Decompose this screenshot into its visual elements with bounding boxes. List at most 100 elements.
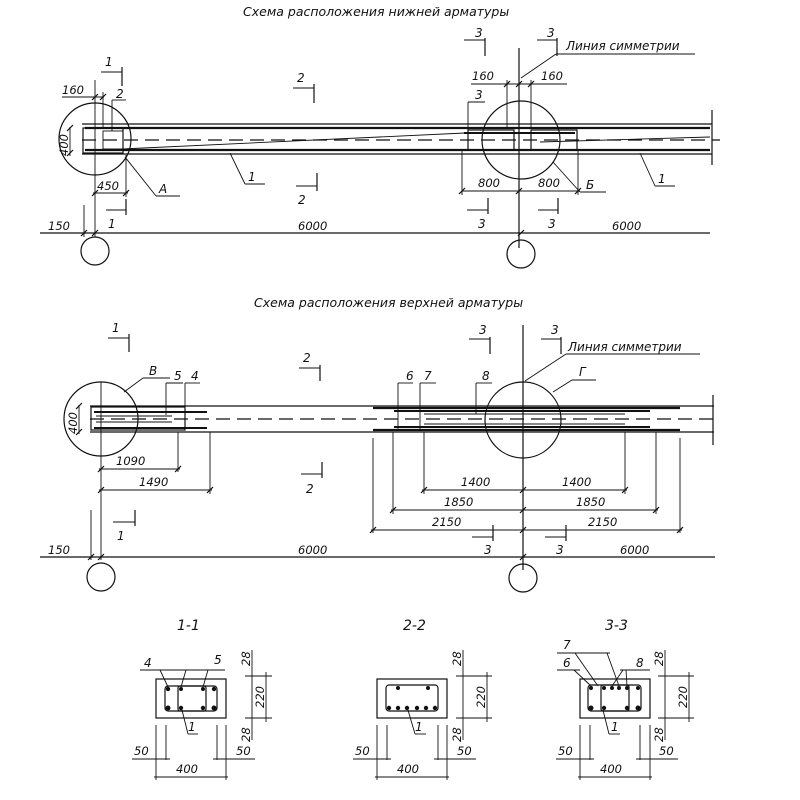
dim-1490: 1490 xyxy=(139,475,168,489)
leader-node-v xyxy=(123,377,144,393)
dim-2150-b: 2150 xyxy=(588,515,617,529)
section-mark-2-top[interactable]: 2 xyxy=(293,71,315,103)
dim-160-left: 160 xyxy=(62,83,84,97)
dim-400-top: 400 xyxy=(66,412,80,434)
dim-400-left: 400 xyxy=(57,134,71,156)
section-mark-3-bottom-right-2[interactable]: 3 xyxy=(545,525,567,557)
position-5-label: 5 xyxy=(174,369,182,383)
section1-dim-220: 220 xyxy=(253,686,267,708)
section-title-1-1: 1-1 xyxy=(177,618,200,634)
section-outline-1 xyxy=(155,678,227,719)
section3-dim-50-left: 50 xyxy=(558,744,573,758)
frame-3-right xyxy=(530,129,578,151)
section1-position-5: 5 xyxy=(214,653,222,667)
section3-position-8: 8 xyxy=(636,656,644,670)
dim-1090: 1090 xyxy=(116,454,145,468)
cross-section-3-3: 3-3 7 6 8 1 28 220 28 50 xyxy=(556,618,694,780)
stirrup-2 xyxy=(102,130,124,150)
support-axis-1 xyxy=(80,236,110,266)
support-axis-4 xyxy=(508,563,538,593)
dim-1850-b: 1850 xyxy=(576,495,605,509)
dim-160-b: 160 xyxy=(541,69,563,83)
section-mark-2-top-2[interactable]: 2 xyxy=(299,351,321,381)
position-6-label: 6 xyxy=(406,369,414,383)
dim-6000: 6000 xyxy=(298,219,327,233)
svg-text:3: 3 xyxy=(548,217,556,231)
dim-450: 450 xyxy=(97,179,119,193)
leader-node-g xyxy=(552,379,573,393)
section-mark-1-top[interactable]: 1 xyxy=(101,55,123,86)
section-mark-3-bottom-right[interactable]: 3 xyxy=(538,198,559,231)
section-mark-3-top-right[interactable]: 3 xyxy=(537,26,558,56)
svg-text:1: 1 xyxy=(108,217,116,231)
position-1-label-right: 1 xyxy=(658,172,666,186)
section-mark-3-top-left-2[interactable]: 3 xyxy=(469,323,491,354)
svg-text:2: 2 xyxy=(306,482,314,496)
svg-text:3: 3 xyxy=(478,217,486,231)
position-7-label: 7 xyxy=(424,369,432,383)
cross-section-2-2: 2-2 1 28 220 28 50 50 400 xyxy=(353,618,492,780)
dim-150-top: 150 xyxy=(48,543,70,557)
svg-text:1: 1 xyxy=(117,529,125,543)
stirrup-outer-3 xyxy=(587,684,642,712)
section-mark-3-top-left[interactable]: 3 xyxy=(464,26,486,56)
dim-160-a: 160 xyxy=(472,69,494,83)
section2-dim-50-right: 50 xyxy=(457,744,472,758)
position-1-label: 1 xyxy=(248,170,256,184)
dim-150: 150 xyxy=(48,219,70,233)
symmetry-leader-2 xyxy=(524,353,567,382)
section-outline-2 xyxy=(376,678,448,719)
section-mark-2-bottom[interactable]: 2 xyxy=(296,173,318,207)
section1-dim-50-right: 50 xyxy=(236,744,251,758)
dim-1400-a: 1400 xyxy=(461,475,490,489)
support-axis-2 xyxy=(506,239,536,269)
dim-6000-right: 6000 xyxy=(612,219,641,233)
section1-dim-50-left: 50 xyxy=(134,744,149,758)
frame-3-left xyxy=(467,129,515,151)
section-title-2-2: 2-2 xyxy=(403,618,426,634)
leader-node-b xyxy=(552,161,581,193)
svg-text:1: 1 xyxy=(112,321,120,335)
position-8-label: 8 xyxy=(482,369,490,383)
section3-dim-50-right: 50 xyxy=(659,744,674,758)
section-title-3-3: 3-3 xyxy=(605,618,628,634)
section-mark-3-bottom-left[interactable]: 3 xyxy=(467,198,489,231)
node-v-label: В xyxy=(149,364,157,378)
leader-7-sec xyxy=(574,652,599,687)
section-mark-3-top-right-2[interactable]: 3 xyxy=(541,323,562,354)
section2-dim-220: 220 xyxy=(474,686,488,708)
section-mark-1-top-2[interactable]: 1 xyxy=(108,321,130,352)
svg-text:3: 3 xyxy=(551,323,559,337)
section-mark-2-bottom-2[interactable]: 2 xyxy=(301,462,323,496)
svg-text:3: 3 xyxy=(484,543,492,557)
dim-1850-a: 1850 xyxy=(444,495,473,509)
section-mark-1-bottom-2[interactable]: 1 xyxy=(113,510,136,543)
section1-position-4: 4 xyxy=(144,656,152,670)
frame-6-7 xyxy=(397,407,421,431)
section3-position-1: 1 xyxy=(611,720,619,734)
leader-6-sec xyxy=(573,669,592,687)
svg-text:3: 3 xyxy=(475,26,483,40)
section3-dim-220: 220 xyxy=(676,686,690,708)
node-circle-b xyxy=(481,100,561,180)
dim-6000-top-right: 6000 xyxy=(620,543,649,557)
leader-node-a xyxy=(124,156,157,197)
svg-text:3: 3 xyxy=(556,543,564,557)
section2-position-1: 1 xyxy=(415,720,423,734)
section2-dim-400: 400 xyxy=(397,762,419,776)
section1-dim-28-top: 28 xyxy=(239,651,253,666)
svg-text:2: 2 xyxy=(297,71,305,85)
section1-dim-400: 400 xyxy=(176,762,198,776)
node-a-label: А xyxy=(158,182,167,196)
section2-dim-28-bottom: 28 xyxy=(450,727,464,742)
leader-4-sec xyxy=(159,669,169,688)
stirrup-inner-1 xyxy=(177,685,207,712)
dim-6000-top: 6000 xyxy=(298,543,327,557)
section2-dim-28-top: 28 xyxy=(450,651,464,666)
section-mark-3-bottom-left-2[interactable]: 3 xyxy=(472,525,494,557)
section-mark-1-bottom[interactable]: 1 xyxy=(106,199,127,231)
dim-800-a: 800 xyxy=(478,176,500,190)
leader-1 xyxy=(229,152,246,185)
section1-position-1: 1 xyxy=(188,720,196,734)
